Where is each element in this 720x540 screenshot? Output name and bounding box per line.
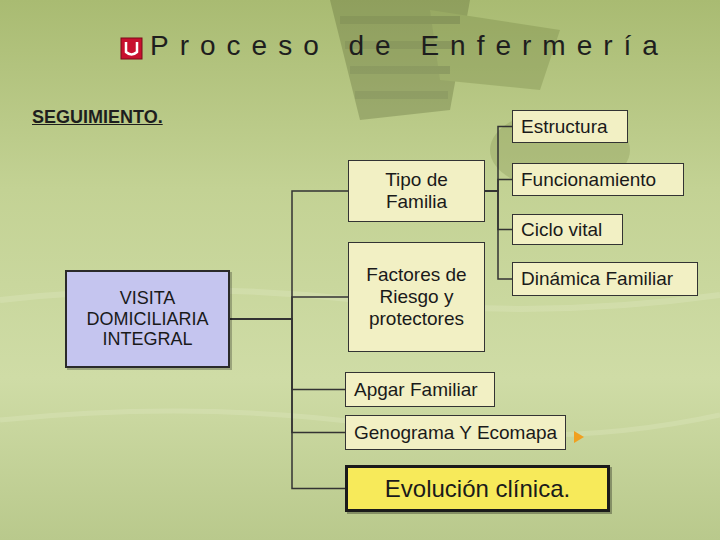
section-heading: SEGUIMIENTO. <box>32 107 163 128</box>
tree-connector <box>230 297 348 319</box>
box-text: Tipo de Familia <box>355 169 478 213</box>
box-text: Evolución clínica. <box>358 475 597 503</box>
box-text: Funcionamiento <box>521 169 675 191</box>
item-box: Genograma Y Ecomapa <box>345 415 566 450</box>
tree-connector <box>485 127 512 192</box>
tree-connector <box>230 191 348 319</box>
tree-connector <box>230 319 345 489</box>
category-box: Factores de Riesgo y protectores <box>348 242 485 352</box>
box-text: VISITA DOMICILIARIA INTEGRAL <box>72 288 223 350</box>
box-text: Ciclo vital <box>521 219 614 241</box>
item-box: Funcionamiento <box>512 163 684 196</box>
tree-connector <box>485 180 512 192</box>
logo-icon <box>121 38 142 59</box>
item-box: Estructura <box>512 110 628 143</box>
main-box: VISITA DOMICILIARIA INTEGRAL <box>65 270 230 368</box>
box-text: Dinámica Familiar <box>521 268 689 290</box>
bullet-triangle <box>574 431 584 443</box>
box-text: Factores de Riesgo y protectores <box>355 264 478 330</box>
highlight-box: Evolución clínica. <box>345 465 610 512</box>
item-box: Dinámica Familiar <box>512 262 698 296</box>
category-box: Tipo de Familia <box>348 160 485 222</box>
box-text: Genograma Y Ecomapa <box>354 422 557 444</box>
box-text: Apgar Familiar <box>354 379 486 401</box>
box-text: Estructura <box>521 116 619 138</box>
slide-title: Proceso de Enfermería <box>150 30 669 62</box>
tree-connector <box>230 319 345 390</box>
item-box: Ciclo vital <box>512 214 623 245</box>
item-box: Apgar Familiar <box>345 372 495 407</box>
tree-connector <box>230 319 345 433</box>
tree-connector <box>485 191 512 279</box>
